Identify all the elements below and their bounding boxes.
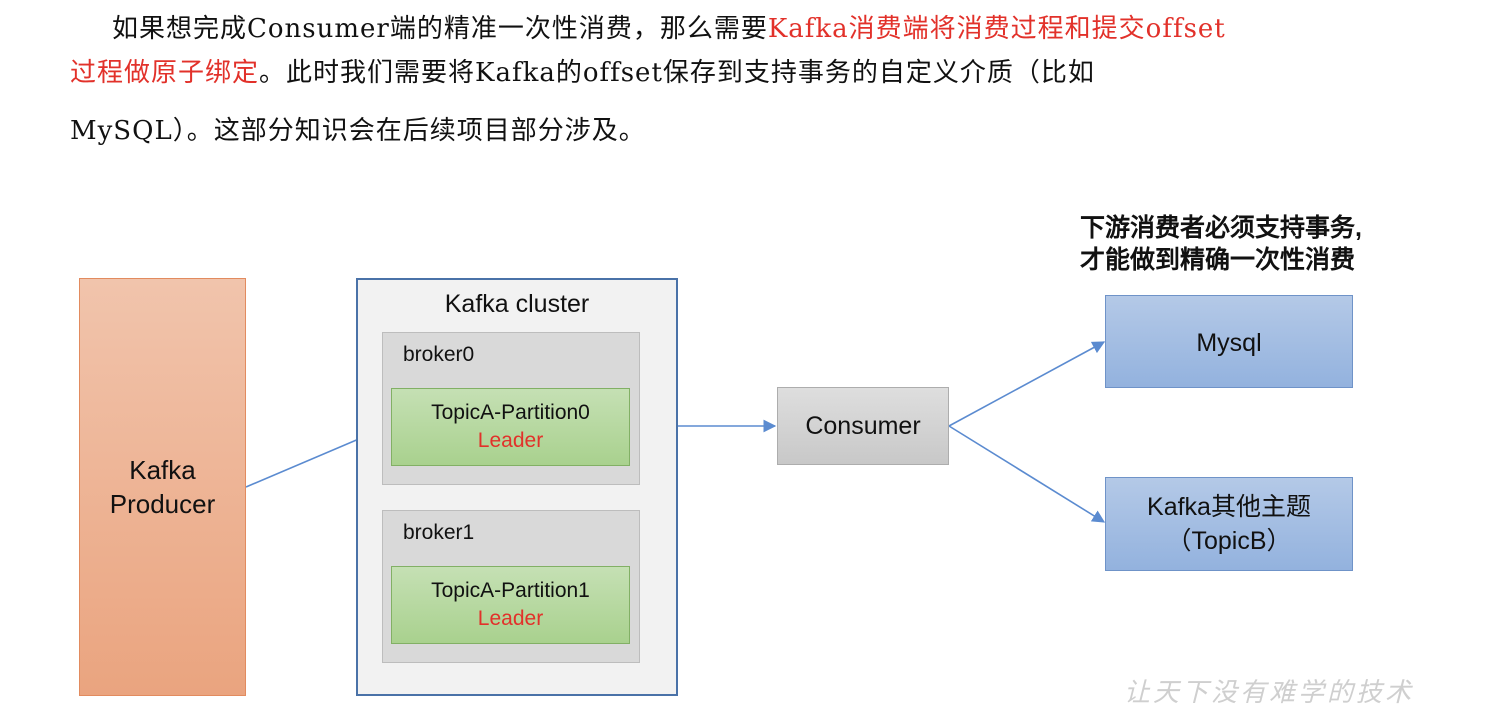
note-line2: 才能做到精确一次性消费 [1080, 246, 1356, 274]
partition-name: TopicA-Partition1 [431, 579, 590, 602]
partition-1-box: TopicA-Partition1 Leader [391, 566, 630, 644]
paragraph-line-1: 如果想完成Consumer端的精准一次性消费，那么需要Kafka消费端将消费过程… [112, 0, 1226, 58]
partition-0-box: TopicA-Partition0 Leader [391, 388, 630, 466]
partition-role: Leader [477, 607, 544, 630]
broker-1-box: broker1 TopicA-Partition1 Leader [382, 510, 640, 663]
broker-0-box: broker0 TopicA-Partition0 Leader [382, 332, 640, 485]
topicb-label-line1: Kafka其他主题 [1147, 493, 1311, 521]
mysql-label: Mysql [1196, 329, 1262, 357]
arrow-consumer-to-mysql [948, 341, 1106, 427]
topicb-label-line2: （TopicB） [1166, 527, 1292, 555]
kafka-cluster-box: Kafka cluster broker0 TopicA-Partition0 … [356, 278, 678, 696]
producer-label-line1: Kafka [129, 455, 196, 485]
consumer-label: Consumer [805, 411, 921, 440]
transaction-note: 下游消费者必须支持事务, 才能做到精确一次性消费 [1080, 212, 1362, 276]
paragraph-text: MySQL）。这部分知识会在后续项目部分涉及。 [70, 116, 646, 146]
paragraph-line-3: MySQL）。这部分知识会在后续项目部分涉及。 [70, 102, 646, 160]
paragraph-highlight: Kafka消费端将消费过程和提交offset [767, 14, 1226, 44]
producer-label-line2: Producer [109, 489, 216, 519]
note-line1: 下游消费者必须支持事务, [1080, 214, 1362, 242]
topicb-box: Kafka其他主题 （TopicB） [1105, 477, 1353, 571]
broker-label: broker0 [403, 343, 475, 366]
watermark: 让天下没有难学的技术 [1124, 678, 1415, 708]
cluster-title: Kafka cluster [444, 290, 590, 318]
paragraph-text: 如果想完成Consumer端的精准一次性消费，那么需要 [112, 14, 768, 44]
partition-role: Leader [477, 429, 544, 452]
consumer-box: Consumer [777, 387, 949, 465]
broker-label: broker1 [403, 521, 475, 544]
paragraph-text: 。此时我们需要将Kafka的offset保存到支持事务的自定义介质（比如 [259, 58, 1095, 88]
paragraph-line-2: 过程做原子绑定。此时我们需要将Kafka的offset保存到支持事务的自定义介质… [70, 44, 1095, 102]
paragraph-highlight: 过程做原子绑定 [70, 58, 260, 88]
arrow-consumer-to-topicb [948, 425, 1106, 523]
kafka-producer-box: Kafka Producer [79, 278, 246, 696]
partition-name: TopicA-Partition0 [431, 401, 590, 424]
mysql-box: Mysql [1105, 295, 1353, 388]
